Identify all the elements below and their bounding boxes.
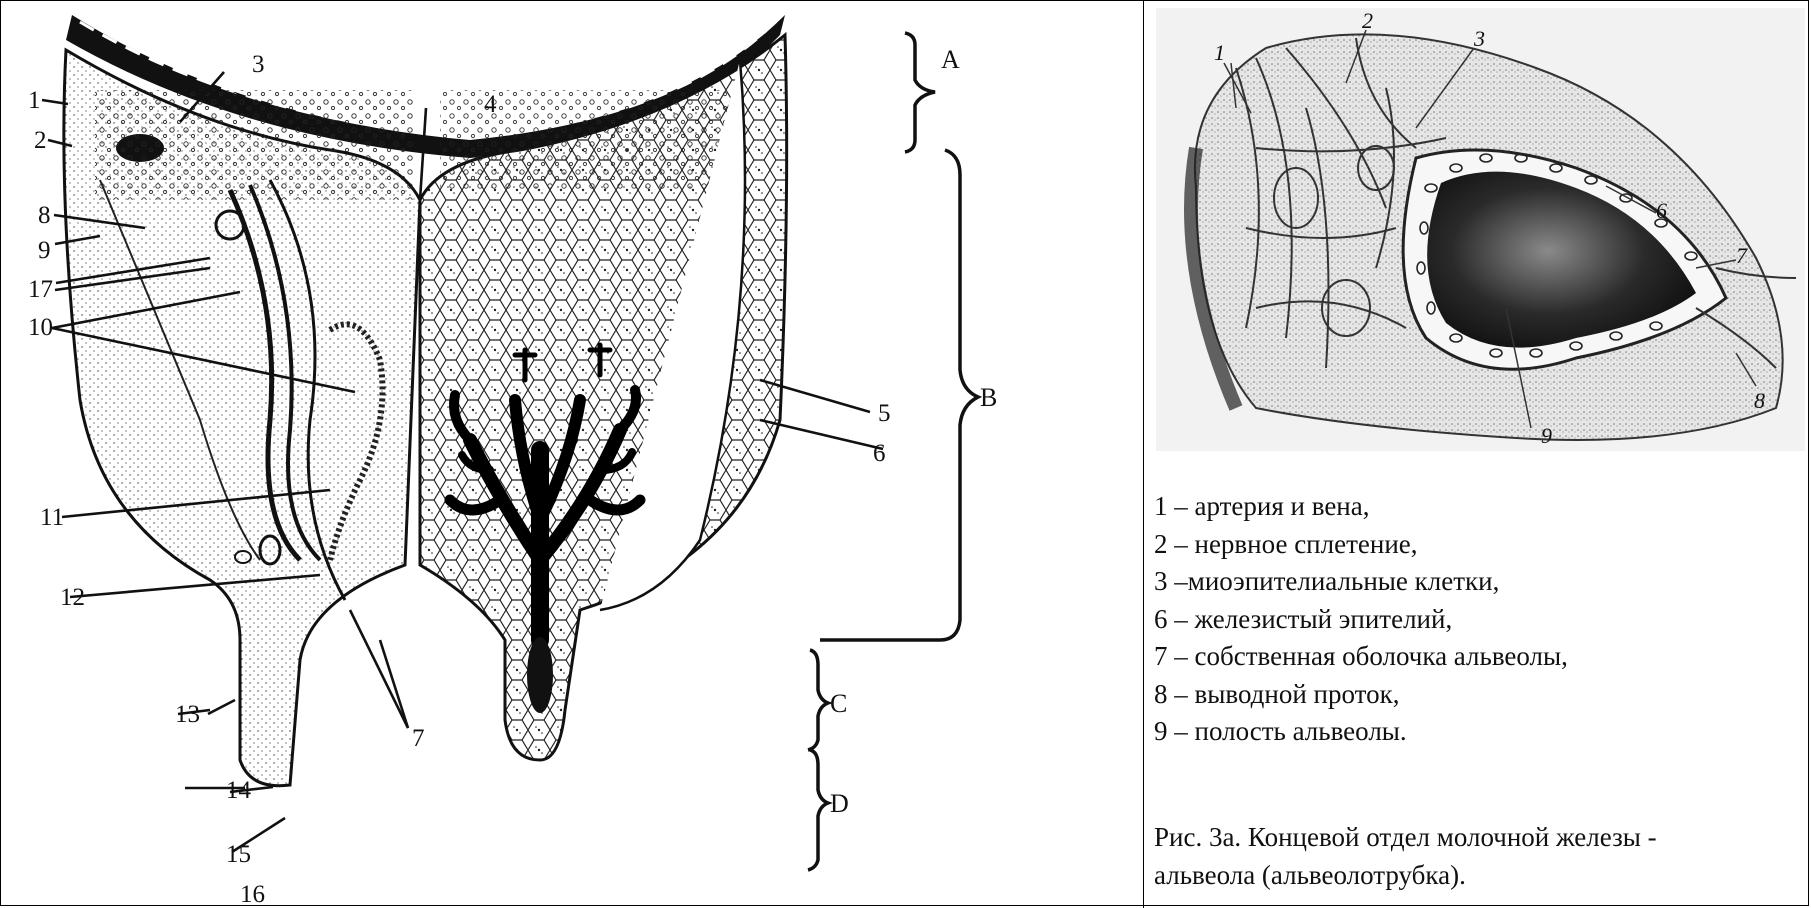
inset-label-9: 9 <box>1541 423 1552 448</box>
label-1: 1 <box>28 87 41 114</box>
label-11: 11 <box>40 504 64 531</box>
label-2: 2 <box>34 127 47 154</box>
legend-item-6: 6 – железистый эпителий, <box>1154 601 1804 639</box>
label-16: 16 <box>240 881 265 908</box>
label-17: 17 <box>28 276 53 303</box>
label-12: 12 <box>60 584 85 611</box>
legend: 1 – артерия и вена, 2 – нервное сплетени… <box>1154 488 1804 751</box>
legend-item-9: 9 – полость альвеолы. <box>1154 713 1804 751</box>
figure-caption: Рис. 3а. Концевой отдел молочной железы … <box>1154 818 1804 894</box>
inset-label-2: 2 <box>1362 8 1373 33</box>
legend-item-2: 2 – нервное сплетение, <box>1154 526 1804 564</box>
caption-line-1: Рис. 3а. Концевой отдел молочной железы … <box>1154 818 1804 856</box>
label-13: 13 <box>175 701 200 728</box>
legend-item-8: 8 – выводной проток, <box>1154 676 1804 714</box>
label-10: 10 <box>28 314 53 341</box>
region-label-b: B <box>980 383 997 412</box>
label-5: 5 <box>878 400 891 427</box>
region-label-a: A <box>941 45 960 74</box>
alveolus-illustration: 1 2 3 6 7 8 9 <box>1156 8 1805 451</box>
inset-label-6: 6 <box>1656 198 1667 223</box>
panel-divider <box>1143 0 1144 908</box>
inset-label-8: 8 <box>1754 388 1765 413</box>
caption-line-2: альвеола (альвеолотрубка). <box>1154 856 1804 894</box>
region-label-d: D <box>830 789 849 818</box>
region-braces <box>808 33 978 870</box>
mammary-gland-section-illustration: 1 2 3 4 5 6 7 8 9 10 11 12 13 14 15 16 1… <box>0 0 1143 908</box>
label-6: 6 <box>873 440 886 467</box>
inset-label-7: 7 <box>1736 243 1748 268</box>
label-9: 9 <box>38 237 51 264</box>
label-14: 14 <box>226 777 252 804</box>
label-4: 4 <box>484 91 497 118</box>
legend-item-3: 3 –миоэпителиальные клетки, <box>1154 563 1804 601</box>
label-7: 7 <box>412 725 425 752</box>
inset-label-1: 1 <box>1214 40 1225 65</box>
legend-item-1: 1 – артерия и вена, <box>1154 488 1804 526</box>
label-8: 8 <box>38 202 51 229</box>
label-3: 3 <box>252 51 265 78</box>
inset-label-3: 3 <box>1473 26 1485 51</box>
region-label-c: C <box>830 689 847 718</box>
label-15: 15 <box>226 841 251 868</box>
legend-item-7: 7 – собственная оболочка альвеолы, <box>1154 638 1804 676</box>
